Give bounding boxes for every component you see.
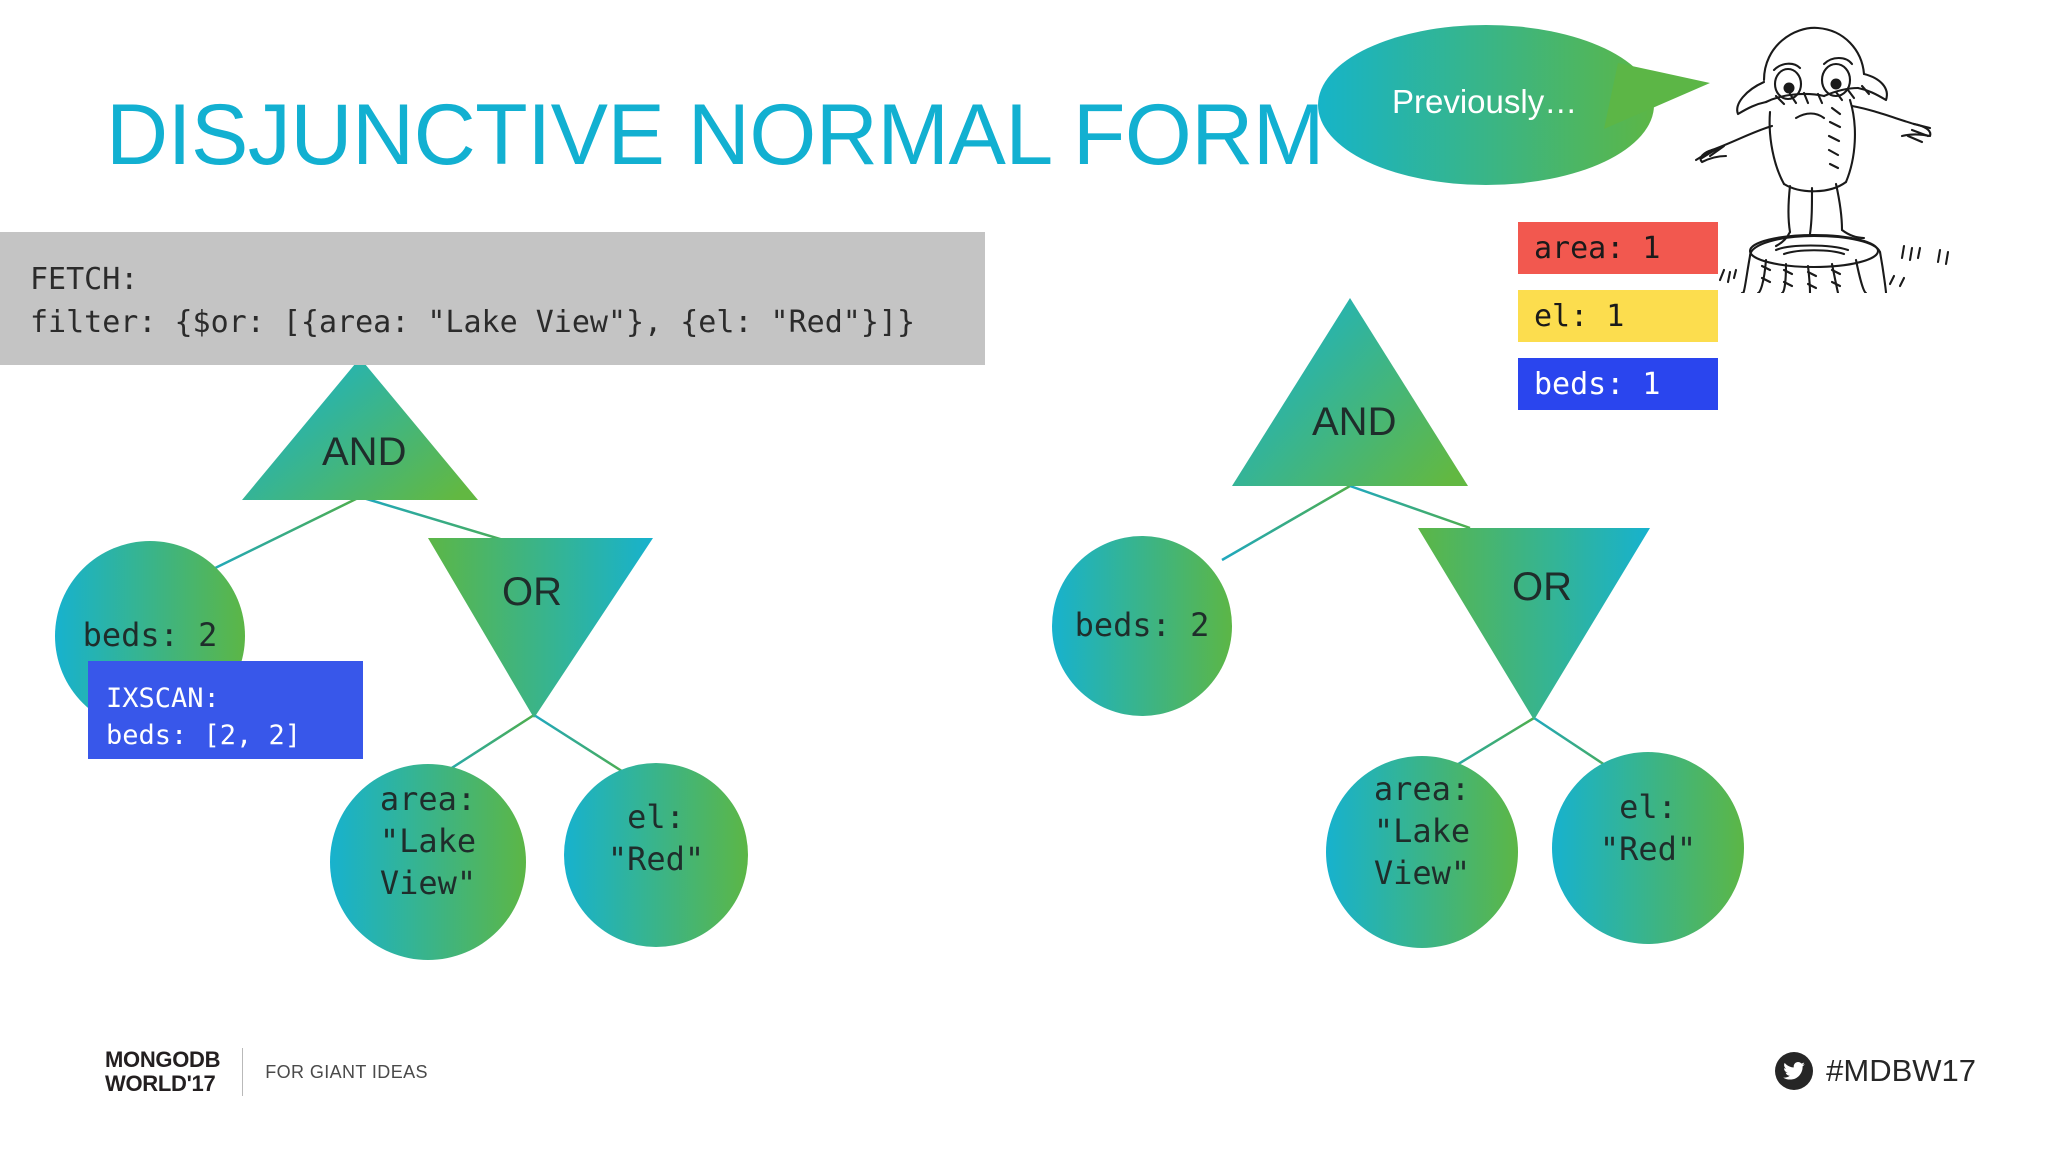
bubble-tail — [1604, 63, 1710, 129]
logo-divider — [242, 1048, 244, 1096]
left-or-label: OR — [502, 570, 562, 614]
ixscan-line-1: IXSCAN: — [106, 683, 220, 714]
logo-wordmark: MONGODB WORLD'17 — [105, 1047, 221, 1096]
speech-bubble — [1318, 25, 1710, 185]
right-beds-label: beds: 2 — [1074, 606, 1210, 644]
logo-line-2: WORLD'17 — [105, 1071, 216, 1096]
fetch-code-box — [0, 232, 985, 365]
left-or-triangle — [428, 538, 653, 718]
right-tree-edges — [1221, 484, 1621, 782]
logo-line-1: MONGODB — [105, 1047, 221, 1072]
right-and-label: AND — [1312, 400, 1397, 444]
right-or-label: OR — [1512, 565, 1572, 609]
fetch-line-1: FETCH: — [30, 262, 139, 297]
left-and-triangle — [242, 358, 478, 500]
left-beds-label: beds: 2 — [82, 616, 218, 654]
logo-tagline: FOR GIANT IDEAS — [265, 1061, 428, 1082]
right-or-triangle — [1418, 528, 1650, 720]
right-area-label: area: "Lake View" — [1373, 770, 1471, 892]
legend-item-area: area: 1 — [1518, 222, 1718, 274]
twitter-bird-icon — [1775, 1052, 1814, 1090]
speech-bubble-text: Previously… — [1392, 83, 1578, 120]
page-title: DISJUNCTIVE NORMAL FORM — [106, 87, 1325, 183]
bubble-body — [1318, 25, 1654, 185]
ixscan-callout-text: IXSCAN: beds: [2, 2] — [106, 680, 301, 754]
legend-item-beds: beds: 1 — [1518, 358, 1718, 410]
ixscan-line-2: beds: [2, 2] — [106, 720, 302, 751]
mongodb-world-logo: MONGODB WORLD'17 FOR GIANT IDEAS — [105, 1048, 428, 1096]
fetch-code-text: FETCH: filter: {$or: [{area: "Lake View"… — [30, 258, 915, 344]
lorax-character-illustration — [1690, 8, 1980, 293]
left-area-label: area: "Lake View" — [379, 780, 477, 902]
hashtag-label: #MDBW17 — [1826, 1053, 1976, 1088]
right-and-triangle — [1232, 298, 1468, 486]
left-and-label: AND — [322, 430, 407, 474]
footer-social: #MDBW17 — [1775, 1052, 1976, 1090]
fetch-line-2: filter: {$or: [{area: "Lake View"}, {el:… — [30, 305, 916, 340]
right-el-label: el: "Red" — [1599, 788, 1697, 868]
left-el-label: el: "Red" — [607, 798, 705, 878]
legend-item-el: el: 1 — [1518, 290, 1718, 342]
